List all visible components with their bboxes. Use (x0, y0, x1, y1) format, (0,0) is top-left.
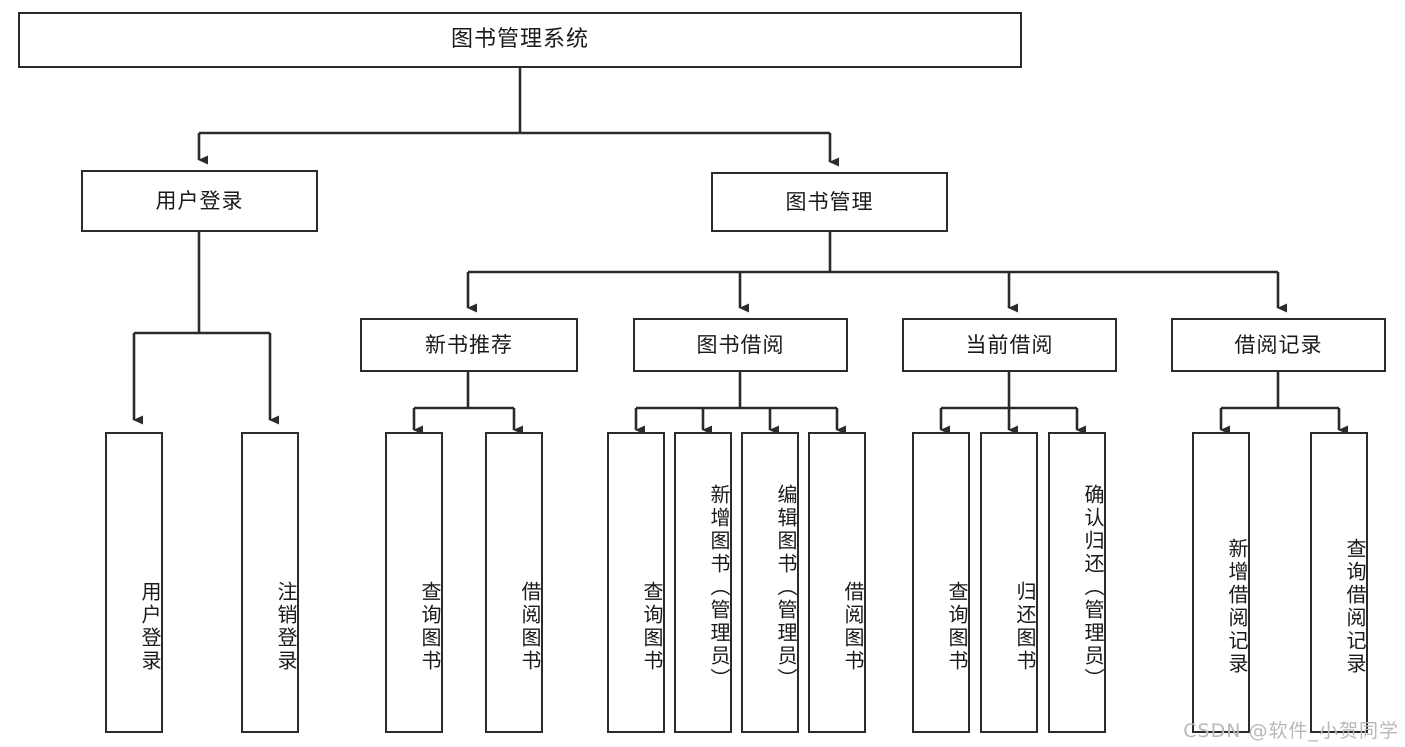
leaf-user-logout[interactable]: 注销登录 (241, 432, 299, 733)
node-label: 借阅记录 (1234, 332, 1323, 357)
node-label: 查询图书 (418, 580, 442, 673)
leaf-borrow-book-recommend[interactable]: 借阅图书 (485, 432, 543, 733)
node-label: 编辑图书（管理员） (774, 484, 798, 691)
node-label: 用户登录 (155, 188, 244, 213)
node-label: 当前借阅 (965, 332, 1054, 357)
node-new-book-recommend[interactable]: 新书推荐 (360, 318, 578, 372)
leaf-query-book-recommend[interactable]: 查询图书 (385, 432, 443, 733)
leaf-query-book-current[interactable]: 查询图书 (912, 432, 970, 733)
node-borrow-record[interactable]: 借阅记录 (1171, 318, 1386, 372)
leaf-add-book-admin[interactable]: 新增图书（管理员） (674, 432, 732, 733)
node-label: 借阅图书 (518, 580, 542, 673)
node-user-login[interactable]: 用户登录 (81, 170, 318, 232)
node-label: 确认归还（管理员） (1081, 484, 1105, 691)
node-label: 归还图书 (1013, 580, 1037, 673)
leaf-return-book[interactable]: 归还图书 (980, 432, 1038, 733)
watermark: CSDN @软件_小贺同学 (1183, 720, 1399, 742)
leaf-query-borrow-record[interactable]: 查询借阅记录 (1310, 432, 1368, 733)
node-root-book-management-system[interactable]: 图书管理系统 (18, 12, 1022, 68)
node-label: 查询图书 (945, 580, 969, 673)
node-label: 新增图书（管理员） (707, 484, 731, 691)
leaf-confirm-return-admin[interactable]: 确认归还（管理员） (1048, 432, 1106, 733)
leaf-edit-book-admin[interactable]: 编辑图书（管理员） (741, 432, 799, 733)
node-book-management[interactable]: 图书管理 (711, 172, 948, 232)
node-label: 借阅图书 (841, 580, 865, 673)
node-label: 新增借阅记录 (1225, 537, 1249, 676)
node-book-borrow[interactable]: 图书借阅 (633, 318, 848, 372)
leaf-add-borrow-record[interactable]: 新增借阅记录 (1192, 432, 1250, 733)
node-label: 注销登录 (274, 580, 298, 673)
node-label: 图书借阅 (696, 332, 785, 357)
leaf-user-login[interactable]: 用户登录 (105, 432, 163, 733)
node-label: 图书管理 (785, 189, 874, 214)
node-label: 查询借阅记录 (1343, 537, 1367, 676)
node-label: 图书管理系统 (450, 27, 589, 53)
node-current-borrow[interactable]: 当前借阅 (902, 318, 1117, 372)
leaf-borrow-book[interactable]: 借阅图书 (808, 432, 866, 733)
node-label: 新书推荐 (425, 332, 513, 357)
node-label: 查询图书 (640, 580, 664, 673)
leaf-query-book-borrow[interactable]: 查询图书 (607, 432, 665, 733)
node-label: 用户登录 (138, 580, 162, 673)
